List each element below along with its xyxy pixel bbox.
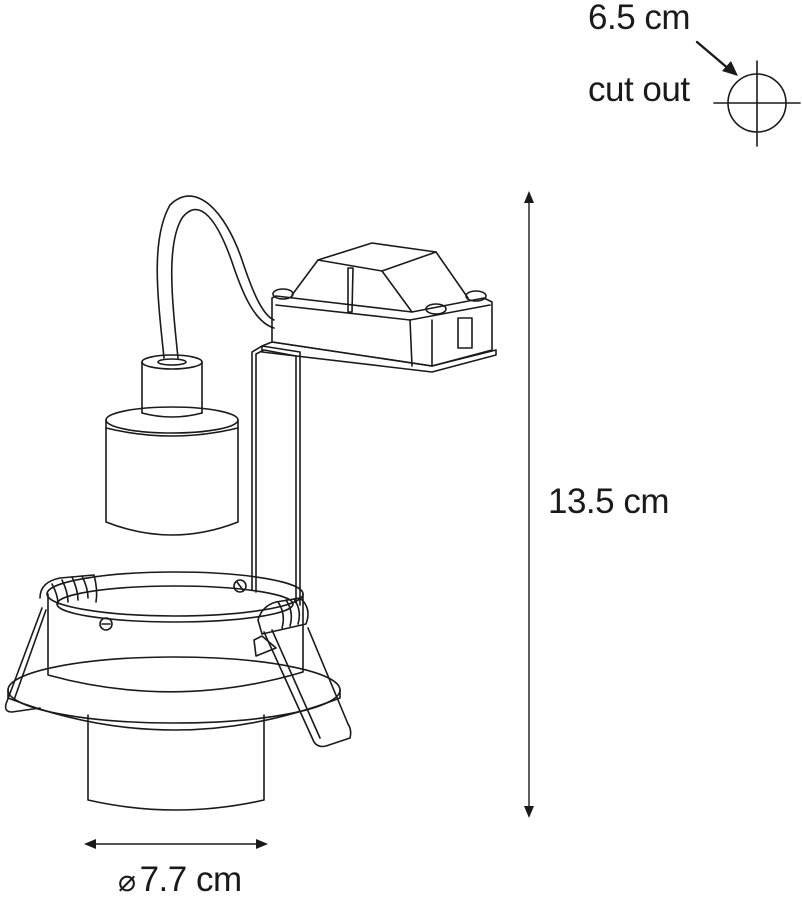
spring-clip-left [6,575,97,712]
cable [157,196,274,358]
housing-cylinder [88,715,264,810]
cutout-size-label: 6.5 cm [588,0,691,37]
gimbal-ring [47,572,303,692]
spring-clip-right [254,598,351,747]
mounting-bracket [252,346,300,605]
cutout-arrow [697,42,738,76]
diameter-dimension-line [84,839,268,849]
diameter-label: ⌀7.7 cm [118,862,242,897]
cutout-caption-label: cut out [588,70,690,109]
cutout-crosshair-icon [714,61,800,146]
junction-box [262,243,496,372]
lamp-holder [106,355,238,535]
height-dimension-line [524,191,534,818]
height-label: 13.5 cm [548,482,670,521]
diameter-value: 7.7 cm [139,860,243,899]
diameter-symbol-icon: ⌀ [118,865,136,898]
trim-ring [8,657,340,730]
